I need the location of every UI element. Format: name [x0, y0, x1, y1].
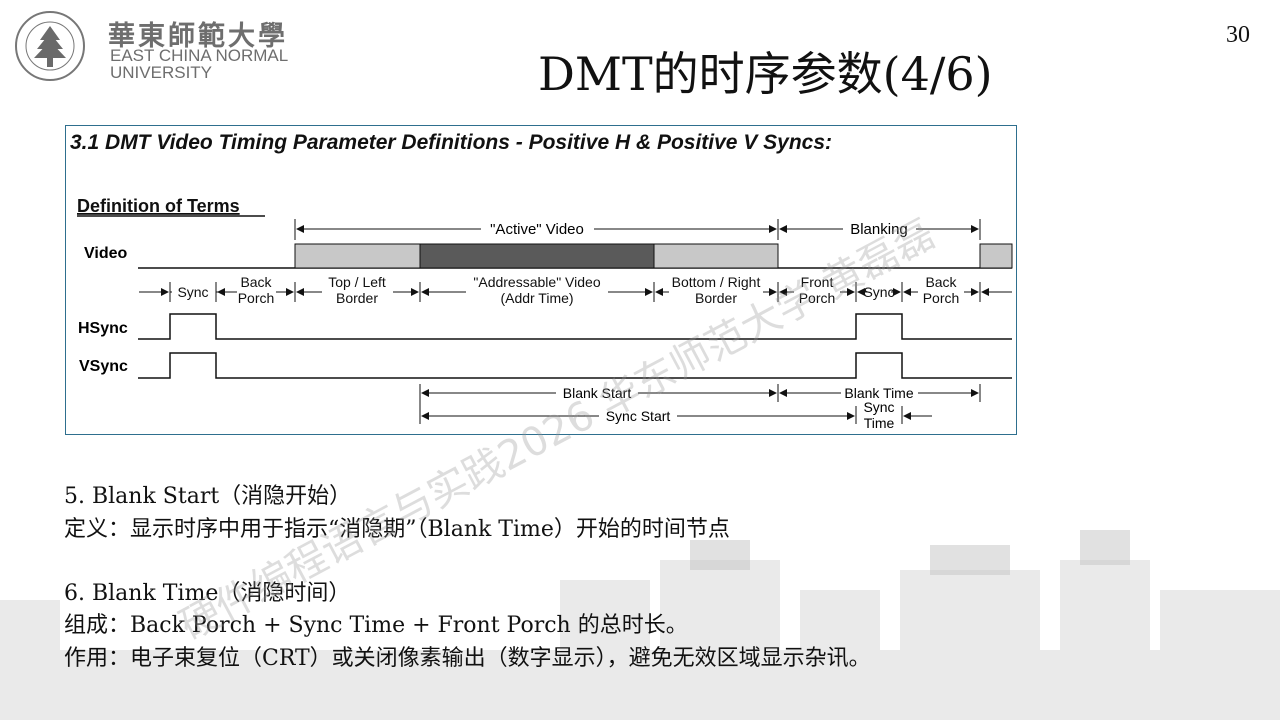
seg-back-porch-2-l1: Back — [925, 274, 957, 290]
seg-back-porch-l1: Back — [240, 274, 272, 290]
sync-time-l2: Time — [864, 415, 895, 431]
blank-start-label: Blank Start — [563, 385, 632, 401]
seg-addressable-l1: "Addressable" Video — [473, 274, 600, 290]
logo-chinese-name: 華東師範大學 — [108, 21, 288, 52]
seg-addressable-l2: (Addr Time) — [500, 290, 573, 306]
seg-sync-label: Sync — [177, 284, 208, 300]
vsync-waveform — [138, 352, 1012, 379]
seg-back-porch-l2: Porch — [238, 290, 275, 306]
seg-front-porch-l1: Front — [801, 274, 834, 290]
timing-diagram-figure: 3.1 DMT Video Timing Parameter Definitio… — [65, 125, 1017, 435]
seg-sync-label-2: Sync — [863, 284, 894, 300]
sync-time-l1: Sync — [863, 399, 894, 415]
blanking-label: Blanking — [850, 221, 908, 238]
item6-composition: 组成：Back Porch + Sync Time + Front Porch … — [64, 613, 688, 638]
video-bottom-right-border — [653, 243, 779, 269]
item6-purpose: 作用：电子束复位（CRT）或关闭像素输出（数字显示），避免无效区域显示杂讯。 — [64, 646, 871, 671]
logo-english-line1: EAST CHINA NORMAL — [110, 46, 289, 65]
page-number: 30 — [1226, 22, 1250, 48]
university-seal-icon — [15, 11, 85, 81]
video-row-label: Video — [84, 245, 128, 262]
vsync-row-label: VSync — [79, 358, 128, 375]
seg-top-left-l2: Border — [336, 290, 378, 306]
timing-diagram: 3.1 DMT Video Timing Parameter Definitio… — [70, 131, 1013, 431]
video-next-border — [979, 243, 1013, 269]
bottom-span-ticks — [419, 384, 981, 424]
hsync-row-label: HSync — [78, 320, 128, 337]
hsync-waveform — [138, 313, 1012, 340]
segment-ticks — [169, 282, 981, 302]
slide-title: DMT的时序参数(4/6) — [538, 47, 993, 101]
active-video-label: "Active" Video — [490, 221, 584, 238]
definition-of-terms-label: Definition of Terms — [77, 196, 240, 216]
video-addressable — [419, 243, 655, 269]
item5-title: 5. Blank Start（消隐开始） — [64, 484, 352, 509]
sync-start-label: Sync Start — [606, 408, 671, 424]
university-logo: 華東師範大學 EAST CHINA NORMAL UNIVERSITY — [12, 6, 302, 86]
blank-time-label: Blank Time — [844, 385, 913, 401]
seg-top-left-l1: Top / Left — [328, 274, 386, 290]
video-top-left-border — [294, 243, 421, 269]
seg-back-porch-2-l2: Porch — [923, 290, 960, 306]
seg-bottom-right-l2: Border — [695, 290, 737, 306]
item6-title: 6. Blank Time（消隐时间） — [64, 581, 351, 606]
item5-definition: 定义：显示时序中用于指示“消隐期”（Blank Time）开始的时间节点 — [64, 517, 730, 542]
seg-bottom-right-l1: Bottom / Right — [672, 274, 761, 290]
logo-english-line2: UNIVERSITY — [110, 63, 213, 82]
figure-heading: 3.1 DMT Video Timing Parameter Definitio… — [70, 131, 832, 154]
seg-front-porch-l2: Porch — [799, 290, 836, 306]
